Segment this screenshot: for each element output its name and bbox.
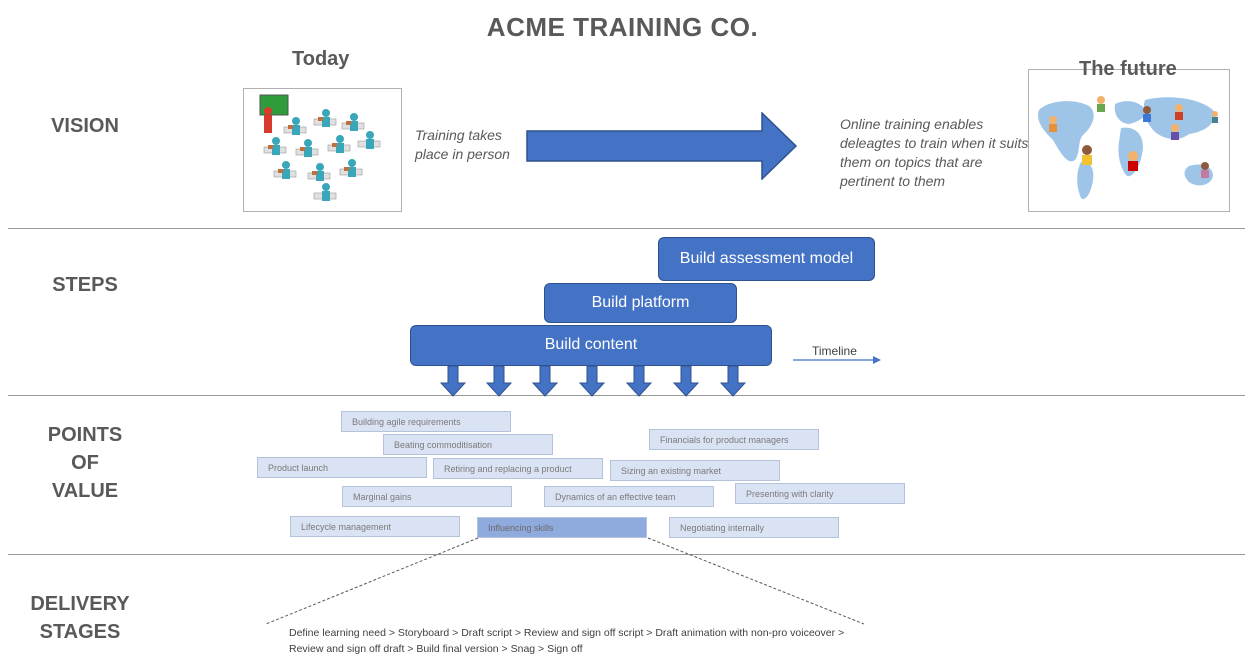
pov-lifecycle-management: Lifecycle management: [290, 516, 460, 537]
delivery-line-2: Review and sign off draft > Build final …: [289, 643, 583, 655]
section-steps: STEPS: [52, 274, 118, 296]
section-points-label: POINTS: [47, 424, 123, 446]
today-heading: Today: [292, 48, 350, 70]
section-stages-label: STAGES: [39, 621, 121, 643]
page-title: ACME TRAINING CO.: [486, 12, 759, 42]
divider-vision-steps: [8, 228, 1245, 229]
today-description: Training takes place in person: [415, 126, 510, 164]
world-map-image: [1028, 69, 1230, 212]
section-delivery-stages: DELIVERY STAGES: [20, 590, 140, 646]
content-down-arrows: [440, 365, 747, 397]
today-text-line-1: Training takes: [415, 127, 502, 143]
future-description: Online training enables deleagtes to tra…: [840, 115, 1028, 191]
future-text-line-4: pertinent to them: [840, 173, 946, 189]
today-text-line-2: place in person: [415, 146, 510, 162]
future-text-line-1: Online training enables: [840, 116, 984, 132]
down-arrow-icon: [578, 365, 606, 397]
pov-negotiating-internally: Negotiating internally: [669, 517, 839, 538]
down-arrow-icon: [672, 365, 700, 397]
section-points-of-value: POINTS OF VALUE: [35, 421, 135, 505]
delivery-stages-text: Define learning need > Storyboard > Draf…: [289, 625, 889, 657]
pov-dynamics-of-effective-team: Dynamics of an effective team: [544, 486, 714, 507]
section-value-label: VALUE: [51, 480, 119, 502]
pov-influencing-skills: Influencing skills: [477, 517, 647, 538]
vision-arrow: [526, 112, 798, 180]
pov-presenting-with-clarity: Presenting with clarity: [735, 483, 905, 504]
down-arrow-icon: [485, 365, 513, 397]
build-content-step: Build content: [410, 325, 772, 366]
pov-marginal-gains: Marginal gains: [342, 486, 512, 507]
pov-building-agile-requirements: Building agile requirements: [341, 411, 511, 432]
pov-sizing-existing-market: Sizing an existing market: [610, 460, 780, 481]
build-platform-step: Build platform: [544, 283, 737, 323]
timeline-arrow: [793, 356, 881, 364]
down-arrow-icon: [440, 365, 467, 397]
pov-retiring-and-replacing: Retiring and replacing a product: [433, 458, 603, 479]
classroom-image: [243, 88, 402, 212]
divider-points-delivery: [8, 554, 1245, 555]
pov-beating-commoditisation: Beating commoditisation: [383, 434, 553, 455]
down-arrow-icon: [719, 365, 747, 397]
section-of-label: OF: [71, 452, 99, 474]
future-text-line-2: deleagtes to train when it suits: [840, 135, 1029, 151]
timeline-label: Timeline: [812, 344, 857, 358]
callout-dashed-lines: [265, 537, 865, 625]
future-heading: The future: [1079, 58, 1177, 80]
delivery-line-1: Define learning need > Storyboard > Draf…: [289, 627, 845, 639]
divider-steps-points: [8, 395, 1245, 396]
section-vision: VISION: [51, 115, 119, 137]
future-text-line-3: them on topics that are: [840, 154, 983, 170]
down-arrow-icon: [625, 365, 653, 397]
build-assessment-model-step: Build assessment model: [658, 237, 875, 281]
down-arrow-icon: [531, 365, 559, 397]
section-delivery-label: DELIVERY: [30, 593, 130, 615]
pov-financials-for-product-managers: Financials for product managers: [649, 429, 819, 450]
pov-product-launch: Product launch: [257, 457, 427, 478]
